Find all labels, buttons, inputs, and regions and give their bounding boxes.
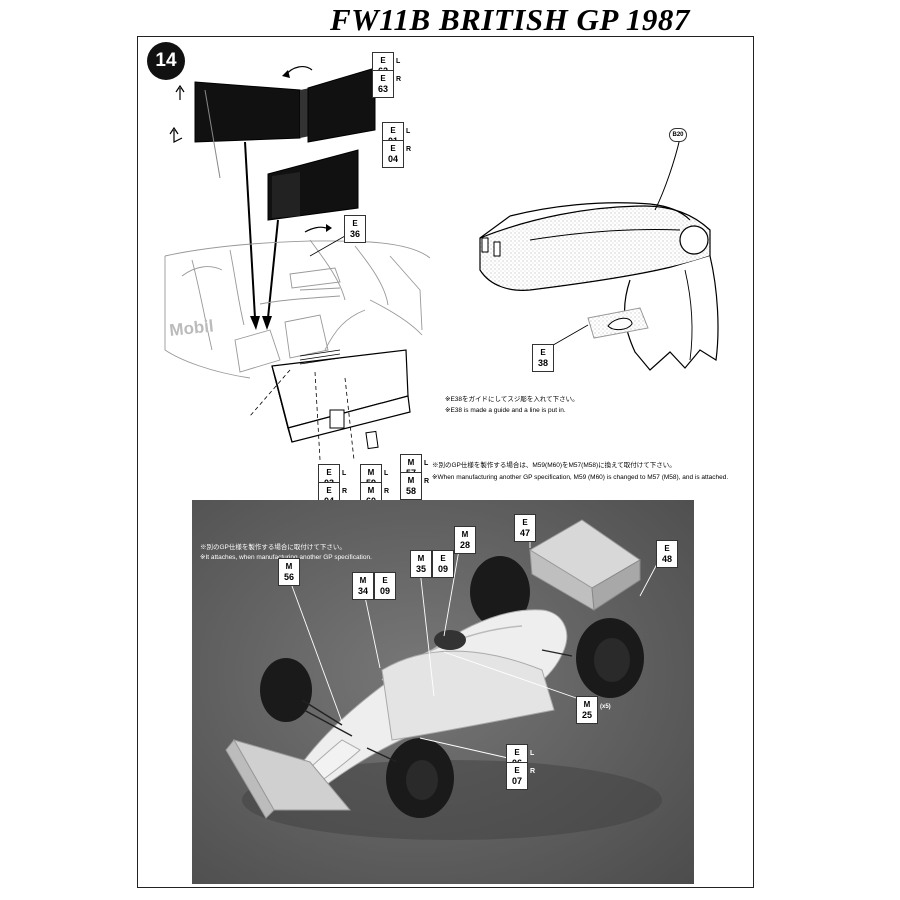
black-panel-right <box>307 67 376 143</box>
photo-note-jp: ※別のGP仕様を製作する場合に取付けて下さい。 <box>200 544 346 551</box>
engine-cover-diagram: Mobil <box>164 66 431 461</box>
car-photo-render <box>225 519 662 840</box>
e38-guide-note-en: ※E38 is made a guide and a line is put i… <box>445 407 566 414</box>
black-panel-left <box>194 81 301 143</box>
step-number-badge: 14 <box>147 42 185 80</box>
reference-photo: ※別のGP仕様を製作する場合に取付けて下さい。 ※It attaches, wh… <box>192 500 694 884</box>
e38-guide-note-jp: ※E38をガイドにしてスジ彫を入れて下さい。 <box>445 396 579 403</box>
gp-spec-note-en: ※When manufacturing another GP specifica… <box>432 474 729 481</box>
mobil-decal: Mobil <box>168 316 214 340</box>
part-tag-b20: B20 <box>669 128 687 142</box>
gp-spec-note-jp: ※別のGP仕様を製作する場合は、M59(M60)をM57(M58)に換えて取付け… <box>432 462 676 469</box>
photo-note-en: ※It attaches, when manufacturing another… <box>200 554 372 561</box>
instruction-frame <box>137 36 754 888</box>
page-title: FW11B BRITISH GP 1987 <box>330 2 690 37</box>
nose-cone-diagram <box>479 137 719 371</box>
